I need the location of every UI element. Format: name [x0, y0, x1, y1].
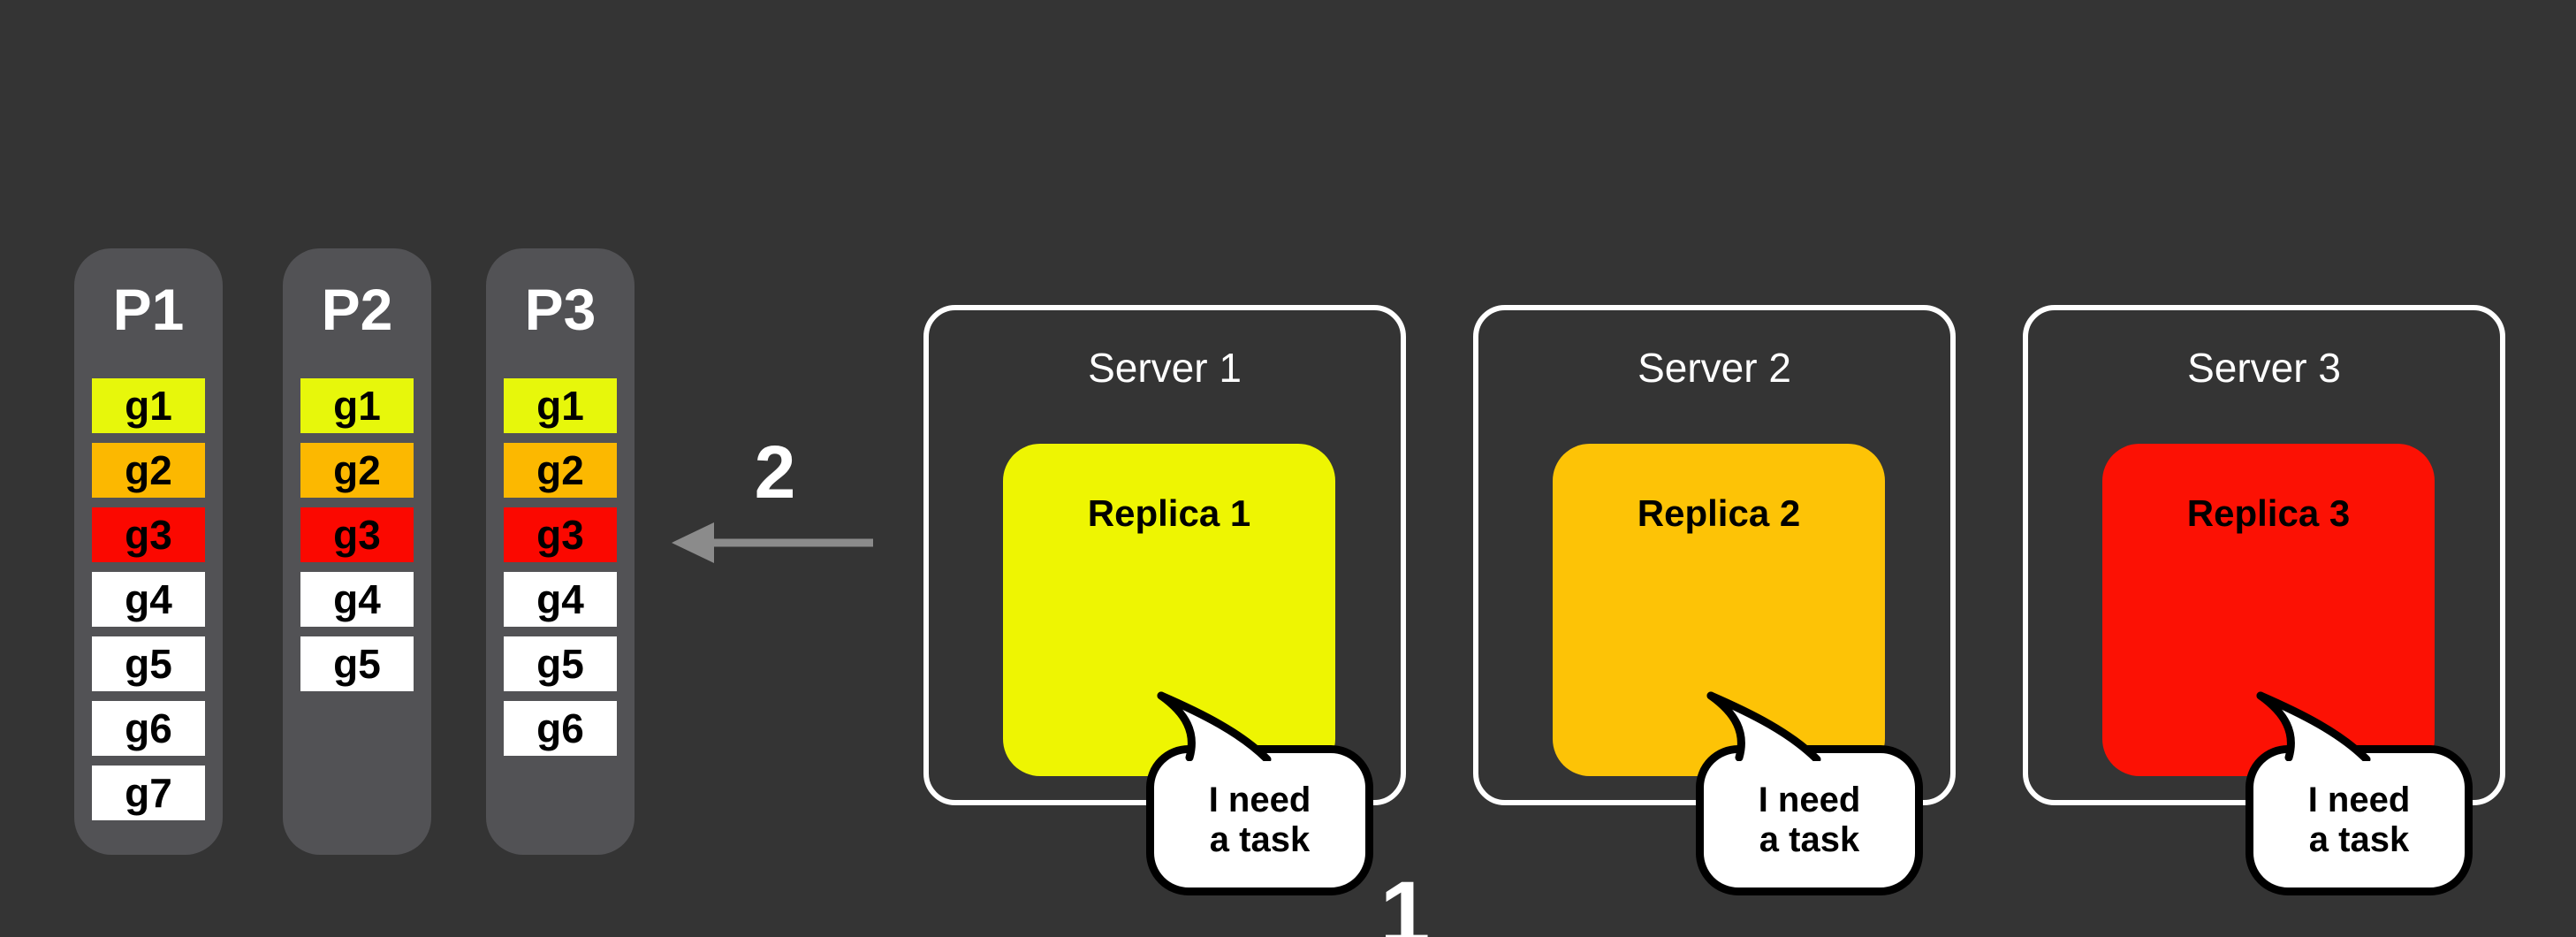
server-3-box: Server 3 Replica 3	[2023, 305, 2505, 805]
partition-p2-queue: g1 g2 g3 g4 g5	[283, 378, 431, 691]
task-cell-g2: g2	[504, 443, 617, 498]
server-3-title: Server 3	[2187, 345, 2341, 391]
task-cell-g4: g4	[504, 572, 617, 627]
task-cell-g5: g5	[504, 636, 617, 691]
replica-3-box: Replica 3	[2102, 444, 2435, 776]
partition-p3-title: P3	[524, 277, 597, 342]
partition-p3: P3 g1 g2 g3 g4 g5 g6	[486, 248, 635, 855]
replica-2-label: Replica 2	[1637, 492, 1801, 534]
server-2-title: Server 2	[1638, 345, 1791, 391]
arrow-left-icon	[672, 522, 873, 563]
speech-bubble-1-line1: I need	[1208, 781, 1311, 820]
replica-1-box: Replica 1	[1003, 444, 1335, 776]
task-cell-g5: g5	[300, 636, 414, 691]
task-cell-g2: g2	[300, 443, 414, 498]
task-cell-g6: g6	[92, 701, 205, 756]
task-cell-g3: g3	[300, 507, 414, 562]
task-cell-g1: g1	[92, 378, 205, 433]
step-1-label: 1	[1379, 863, 1431, 937]
partition-p2: P2 g1 g2 g3 g4 g5	[283, 248, 431, 855]
task-cell-g3: g3	[92, 507, 205, 562]
speech-bubble-2: I need a task	[1696, 745, 1923, 895]
task-cell-g1: g1	[504, 378, 617, 433]
task-cell-g6: g6	[504, 701, 617, 756]
speech-bubble-1-tail-icon	[1157, 691, 1272, 761]
speech-bubble-3: I need a task	[2245, 745, 2473, 895]
task-cell-g7: g7	[92, 766, 205, 820]
partition-p1-queue: g1 g2 g3 g4 g5 g6 g7	[74, 378, 223, 820]
speech-bubble-3-line2: a task	[2308, 820, 2410, 859]
partition-p2-title: P2	[321, 277, 393, 342]
speech-bubble-1: I need a task	[1146, 745, 1373, 895]
replica-2-box: Replica 2	[1553, 444, 1885, 776]
speech-bubble-2-tail-icon	[1706, 691, 1821, 761]
speech-bubble-3-line1: I need	[2307, 781, 2411, 820]
speech-bubble-2-line2: a task	[1759, 820, 1860, 859]
task-cell-g1: g1	[300, 378, 414, 433]
replica-3-label: Replica 3	[2186, 492, 2351, 534]
server-1-title: Server 1	[1088, 345, 1242, 391]
task-cell-g3: g3	[504, 507, 617, 562]
task-cell-g4: g4	[92, 572, 205, 627]
replica-1-label: Replica 1	[1087, 492, 1251, 534]
partition-p1: P1 g1 g2 g3 g4 g5 g6 g7	[74, 248, 223, 855]
task-cell-g2: g2	[92, 443, 205, 498]
speech-bubble-1-line2: a task	[1209, 820, 1311, 859]
speech-bubble-3-tail-icon	[2256, 691, 2371, 761]
partition-p3-queue: g1 g2 g3 g4 g5 g6	[486, 378, 635, 756]
speech-bubble-2-line1: I need	[1758, 781, 1861, 820]
step-2-label: 2	[754, 430, 796, 514]
partition-p1-title: P1	[112, 277, 185, 342]
server-1-box: Server 1 Replica 1	[923, 305, 1406, 805]
task-cell-g4: g4	[300, 572, 414, 627]
task-cell-g5: g5	[92, 636, 205, 691]
